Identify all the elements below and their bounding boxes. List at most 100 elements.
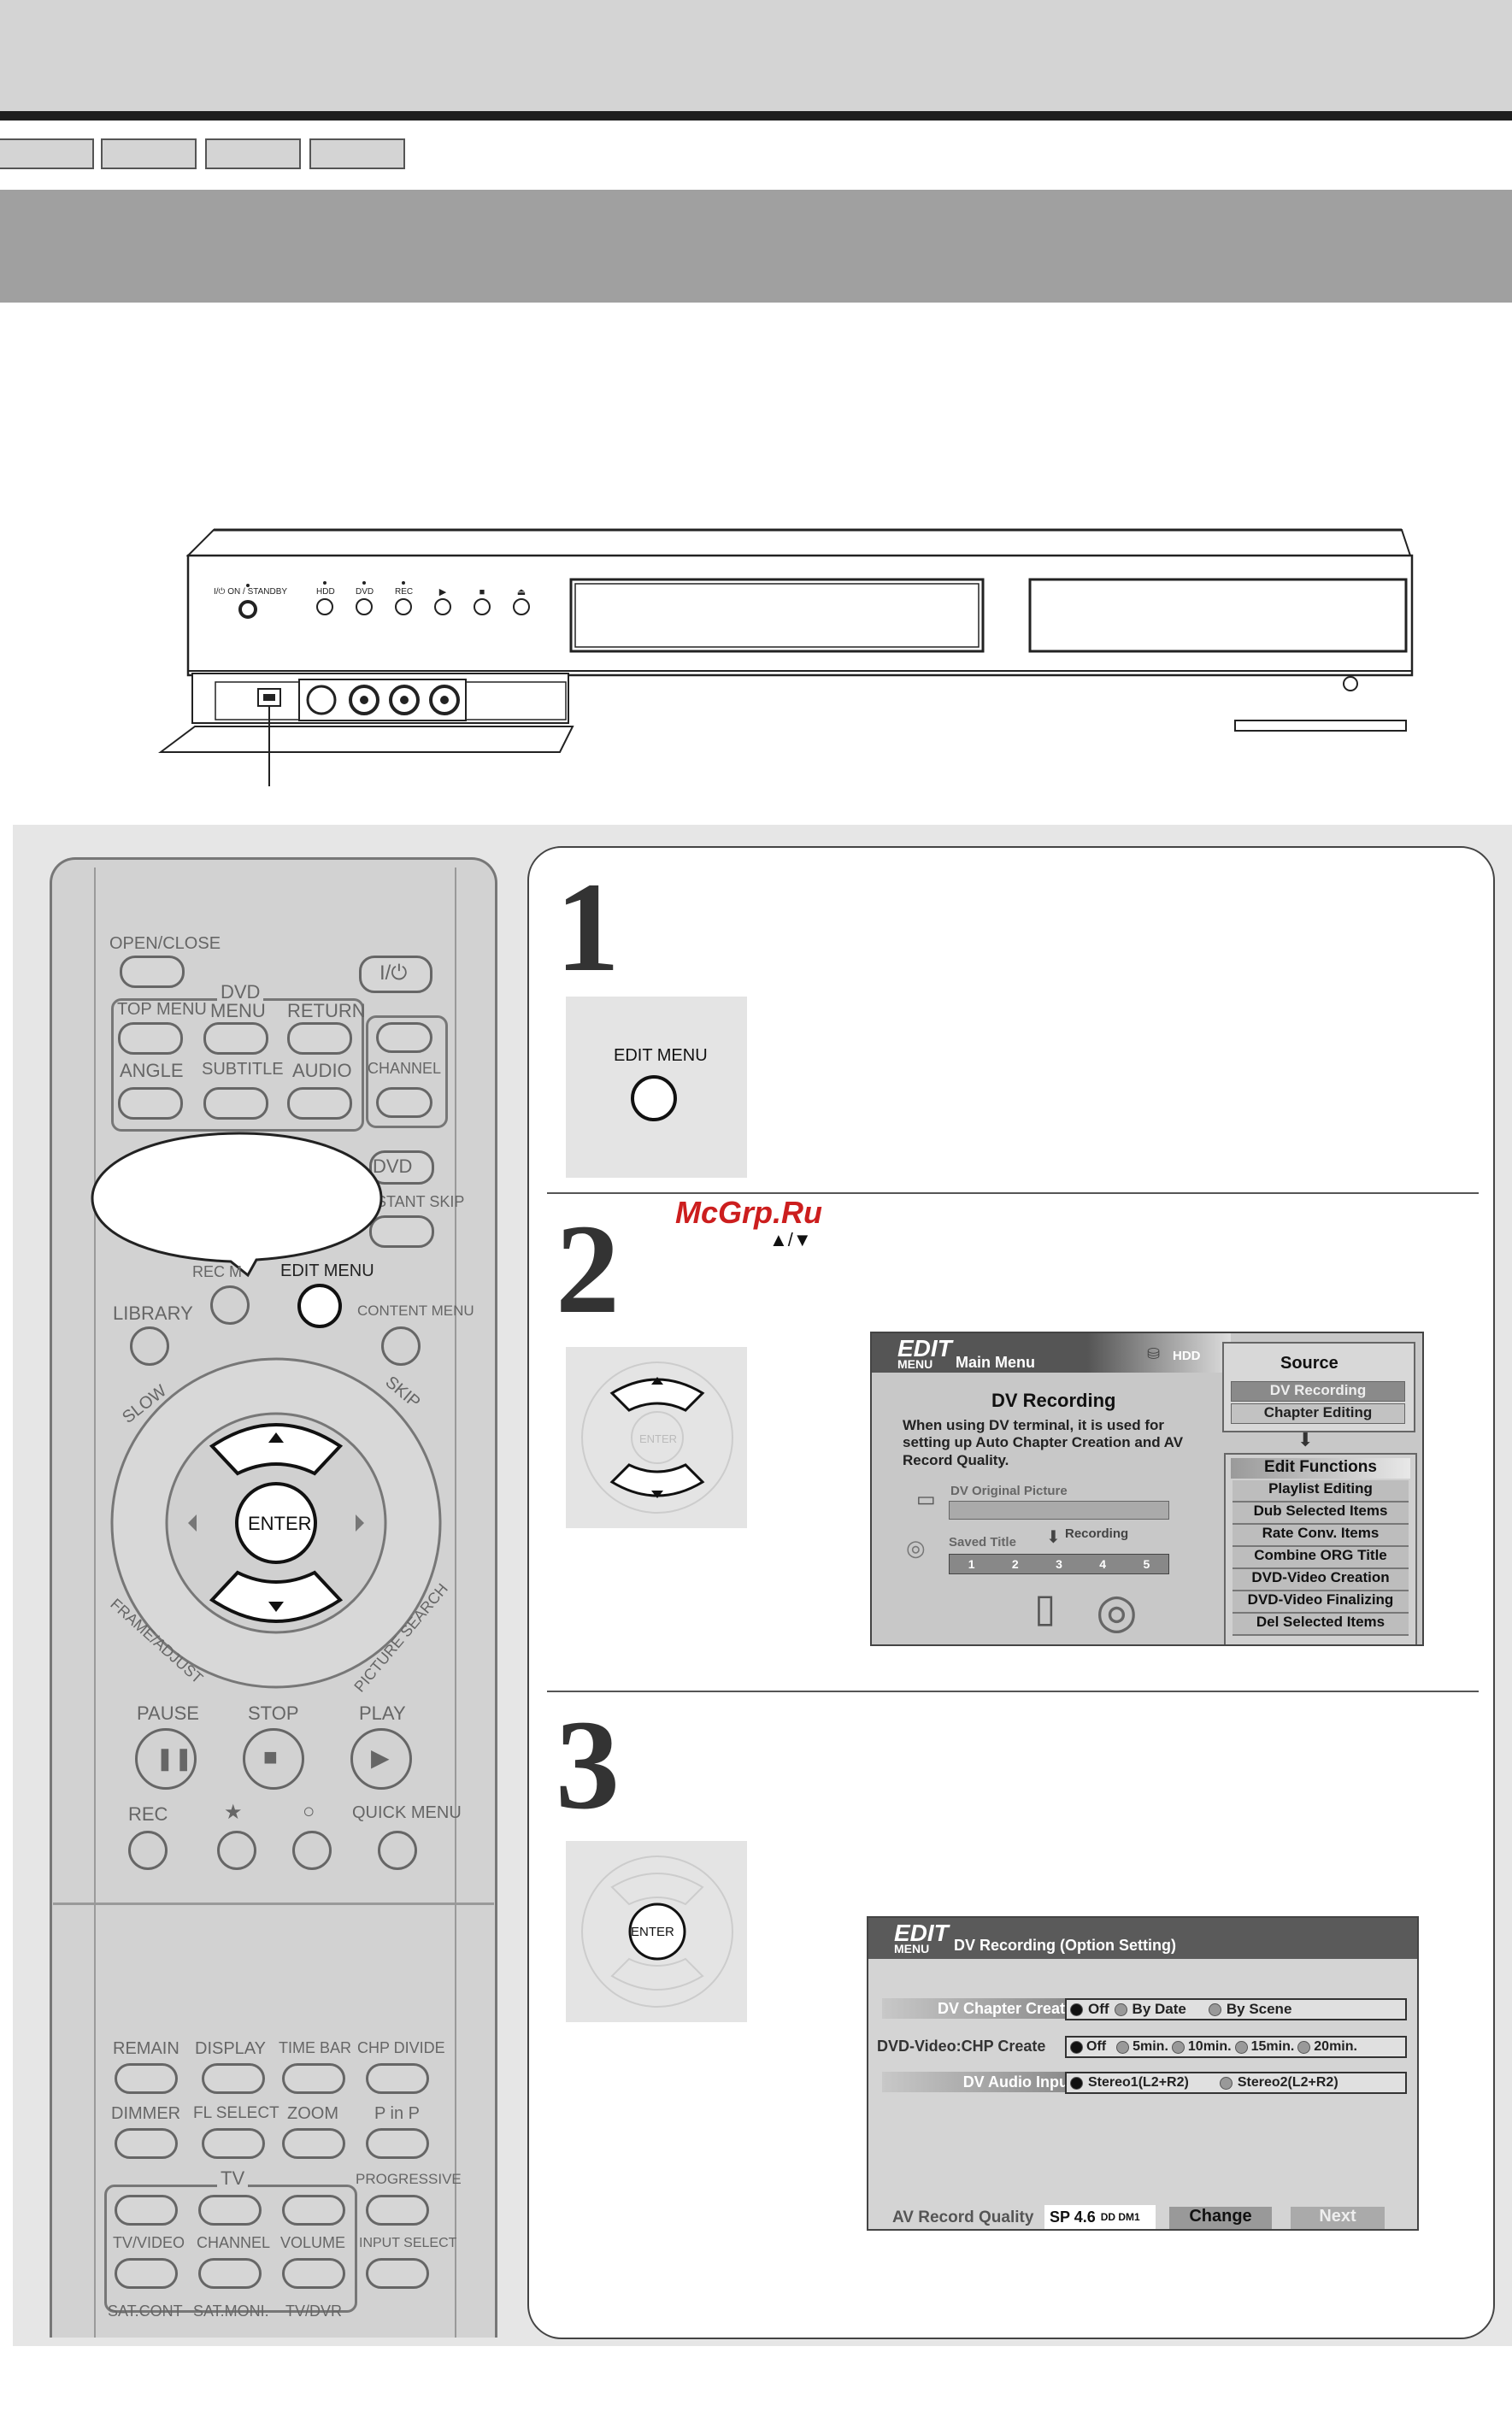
fn-dvd-video-finalizing[interactable]: DVD-Video Finalizing [1233, 1591, 1409, 1614]
next-button[interactable]: Next [1291, 2207, 1385, 2229]
recording-arrow-icon: ⬇ [1046, 1528, 1061, 1547]
play-button[interactable] [350, 1728, 412, 1790]
volume-label: VOLUME [280, 2234, 346, 2251]
tab-3[interactable] [205, 138, 301, 169]
recording-label: Recording [1065, 1526, 1129, 1541]
remote-inner-rails [94, 867, 456, 2338]
fn-playlist-editing[interactable]: Playlist Editing [1233, 1480, 1409, 1503]
step-divider-2 [547, 1691, 1479, 1692]
osd-dv-recording-options: EDIT MENU DV Recording (Option Setting) … [867, 1916, 1419, 2231]
opt-dv-chapter-create[interactable]: Off By Date By Scene [1065, 1998, 1407, 2020]
tab-1[interactable] [0, 138, 94, 169]
opt-dv-audio-input-label: DV Audio Input [882, 2072, 1079, 2092]
opt-chp-create[interactable]: Off 5min. 10min. 15min. 20min. [1065, 2036, 1407, 2058]
opt-off[interactable]: Off [1088, 2001, 1109, 2017]
tv-channel-up-button[interactable] [198, 2195, 262, 2226]
sat-cont-label: SAT.CONT [108, 2302, 183, 2320]
quick-menu-button[interactable] [378, 1831, 417, 1870]
menu-label: MENU [210, 1000, 266, 1021]
fn-dvd-video-creation[interactable]: DVD-Video Creation [1233, 1569, 1409, 1591]
dimmer-button[interactable] [115, 2128, 178, 2159]
tab-4[interactable] [309, 138, 405, 169]
chp-divide-button[interactable] [366, 2063, 429, 2094]
slot-5: 5 [1143, 1557, 1150, 1571]
change-button[interactable]: Change [1169, 2207, 1272, 2229]
volume-up-button[interactable] [282, 2195, 345, 2226]
channel-up-button[interactable] [376, 1022, 432, 1053]
opt-by-date[interactable]: By Date [1132, 2001, 1186, 2017]
subtitle-button[interactable] [203, 1087, 268, 1120]
opt-15min[interactable]: 15min. [1250, 2039, 1295, 2054]
stop-button[interactable] [243, 1728, 304, 1790]
circle-button[interactable] [292, 1831, 332, 1870]
saved-title-slots: 1 2 3 4 5 [949, 1554, 1169, 1574]
open-close-button[interactable] [120, 956, 185, 988]
fn-rate-conv-items[interactable]: Rate Conv. Items [1233, 1525, 1409, 1547]
remain-button[interactable] [115, 2063, 178, 2094]
opt-dv-audio-input[interactable]: Stereo1(L2+R2) Stereo2(L2+R2) [1065, 2072, 1407, 2094]
source-item-chapter-editing[interactable]: Chapter Editing [1231, 1403, 1405, 1424]
fn-combine-org-title[interactable]: Combine ORG Title [1233, 1547, 1409, 1569]
tv-power-button[interactable] [115, 2195, 178, 2226]
pause-icon: ❚❚ [156, 1745, 193, 1771]
opt-stereo1[interactable]: Stereo1(L2+R2) [1088, 2075, 1189, 2090]
step-divider-1 [547, 1192, 1479, 1194]
display-button[interactable] [202, 2063, 265, 2094]
pause-button[interactable] [135, 1728, 197, 1790]
fn-del-selected-items[interactable]: Del Selected Items [1233, 1614, 1409, 1636]
return-button[interactable] [287, 1022, 352, 1055]
opt-by-scene[interactable]: By Scene [1226, 2001, 1292, 2017]
power-button[interactable] [359, 956, 432, 993]
radio-icon [1116, 2040, 1130, 2054]
top-menu-button[interactable] [118, 1022, 183, 1055]
p-in-p-button[interactable] [366, 2128, 429, 2159]
opt-stereo2[interactable]: Stereo2(L2+R2) [1237, 2075, 1338, 2090]
source-header: Source [1280, 1354, 1338, 1373]
step-1-edit-menu-button[interactable] [631, 1075, 677, 1121]
opt-off[interactable]: Off [1086, 2039, 1107, 2054]
play-label: PLAY [359, 1703, 406, 1724]
edit-menu-label: EDIT MENU [280, 1261, 374, 1280]
rec-button-label: REC [128, 1803, 168, 1825]
opt-5min[interactable]: 5min. [1133, 2039, 1168, 2054]
svg-text:■: ■ [479, 587, 485, 597]
zoom-button[interactable] [282, 2128, 345, 2159]
star-button[interactable] [217, 1831, 256, 1870]
tv-video-label: TV/VIDEO [113, 2234, 185, 2251]
tv-group-label: TV [217, 2167, 249, 2190]
dvd-button[interactable] [369, 1150, 434, 1185]
source-item-dv-recording[interactable]: DV Recording [1231, 1381, 1405, 1402]
volume-down-button[interactable] [282, 2258, 345, 2289]
tv-video-button[interactable] [115, 2258, 178, 2289]
step-1-button-label: EDIT MENU [614, 1046, 708, 1065]
library-button[interactable] [130, 1326, 169, 1366]
fn-dub-selected-items[interactable]: Dub Selected Items [1233, 1503, 1409, 1525]
time-bar-button[interactable] [282, 2063, 345, 2094]
progressive-button[interactable] [366, 2195, 429, 2226]
angle-button[interactable] [118, 1087, 183, 1120]
opt-20min[interactable]: 20min. [1314, 2039, 1357, 2054]
instant-skip-button[interactable] [369, 1215, 434, 1248]
osd1-header-bar [872, 1333, 1231, 1373]
rec-button[interactable] [128, 1831, 168, 1870]
instant-skip-label: STANT SKIP [376, 1193, 465, 1210]
watermark-text: McGrp.Ru [675, 1195, 823, 1230]
opt-10min[interactable]: 10min. [1187, 2039, 1232, 2054]
rec-menu-button[interactable] [210, 1285, 250, 1325]
edit-menu-button[interactable] [297, 1284, 342, 1328]
av-record-quality-label: AV Record Quality [892, 2208, 1034, 2226]
dv-original-bar [949, 1501, 1169, 1520]
fl-select-button[interactable] [202, 2128, 265, 2159]
audio-button[interactable] [287, 1087, 352, 1120]
tv-channel-down-button[interactable] [198, 2258, 262, 2289]
osd2-logo-sub: MENU [894, 1942, 930, 1955]
content-menu-button[interactable] [381, 1326, 421, 1366]
input-select-button[interactable] [366, 2258, 429, 2289]
osd2-header-bar [868, 1918, 1417, 1959]
tv-dvr-label: TV/DVR [285, 2302, 343, 2320]
osd1-heading: DV Recording [991, 1390, 1116, 1411]
channel-down-button[interactable] [376, 1087, 432, 1118]
time-bar-label: TIME BAR [279, 2039, 352, 2056]
menu-button[interactable] [203, 1022, 268, 1055]
tab-2[interactable] [101, 138, 197, 169]
